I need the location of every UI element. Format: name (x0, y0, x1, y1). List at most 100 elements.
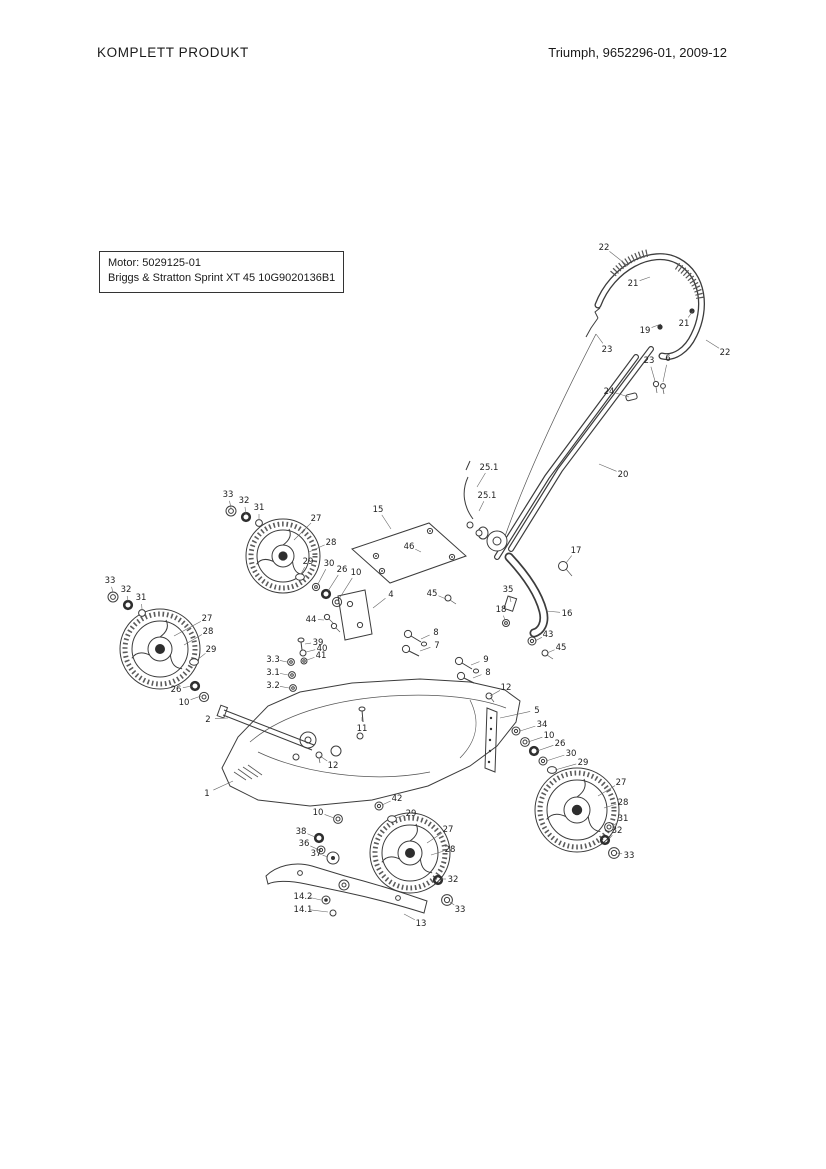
callout-leader (438, 595, 447, 600)
callout-leader (309, 909, 329, 913)
callout-leader (545, 610, 561, 613)
callout-leader (534, 637, 542, 642)
callout-leader (322, 854, 329, 858)
callout-leader (527, 736, 543, 743)
callout-leader (213, 780, 234, 791)
callout-leader (300, 567, 305, 575)
wheel-rear-left (119, 608, 201, 690)
cover-plate (351, 522, 467, 584)
part-callout-28: 28 (445, 845, 456, 855)
part-callout-23: 23 (644, 356, 655, 366)
part-callout-25.1: 25.1 (478, 491, 497, 501)
screw (541, 649, 549, 657)
callout-leader (307, 833, 316, 838)
handle-bracket (444, 460, 573, 660)
part-callout-30: 30 (566, 749, 577, 759)
callout-leader (705, 339, 720, 349)
part-callout-44: 44 (306, 615, 317, 625)
callout-leader (687, 310, 694, 318)
callout-leader (478, 501, 485, 512)
callout-leader (317, 569, 327, 585)
callout-leader (293, 522, 312, 541)
part-callout-45: 45 (427, 589, 438, 599)
handle-grip-left (610, 249, 649, 277)
page-title: KOMPLETT PRODUKT (97, 45, 249, 60)
bracket-plate (503, 595, 518, 612)
callout-leader (309, 897, 322, 901)
callout-leader (470, 661, 480, 666)
callout-leader (519, 725, 536, 732)
callout-leader (214, 717, 229, 719)
part-callout-10: 10 (544, 731, 555, 741)
part-callout-42: 42 (392, 794, 403, 804)
part-callout-30: 30 (324, 559, 335, 569)
part-callout-7: 7 (434, 641, 439, 651)
callout-leader (244, 506, 247, 515)
part-callout-26: 26 (171, 685, 182, 695)
deck-vent-hatch (233, 764, 263, 781)
part-callout-11: 11 (357, 724, 368, 734)
part-callout-5: 5 (534, 706, 539, 716)
callout-leader (472, 674, 482, 679)
callout-leader (595, 333, 604, 344)
part-callout-20: 20 (618, 470, 629, 480)
part-callout-3.2: 3.2 (266, 681, 280, 691)
part-callout-12: 12 (501, 683, 512, 693)
part-callout-33: 33 (455, 905, 466, 915)
part-callout-37: 37 (311, 849, 322, 859)
part-callout-13: 13 (416, 919, 427, 929)
callout-leader (229, 500, 232, 509)
part-callout-32: 32 (448, 875, 459, 885)
part-callout-46: 46 (404, 542, 415, 552)
callout-leader (111, 586, 114, 594)
part-callout-38: 38 (296, 827, 307, 837)
part-callout-45: 45 (556, 643, 567, 653)
part-callout-26: 26 (337, 565, 348, 575)
callout-leader (279, 685, 290, 689)
callout-leader (499, 711, 531, 719)
wheel-rear-right-upper (245, 518, 321, 594)
callout-leader (612, 822, 618, 827)
callout-leader (126, 595, 129, 602)
callout-leader (279, 673, 289, 676)
callout-leader (305, 649, 316, 653)
part-callout-3.1: 3.1 (266, 668, 280, 678)
part-callout-23: 23 (602, 345, 613, 355)
part-callout-33: 33 (223, 490, 234, 500)
callout-leader (415, 548, 422, 553)
callout-leader (403, 913, 415, 920)
part-callout-33: 33 (624, 851, 635, 861)
part-callout-14.1: 14.1 (294, 905, 313, 915)
callout-leader (476, 472, 486, 488)
callout-leader (536, 745, 554, 752)
part-callout-40: 40 (317, 644, 328, 654)
part-callout-24: 24 (604, 387, 615, 397)
part-callout-14.2: 14.2 (294, 892, 313, 902)
callout-leader (639, 276, 651, 281)
part-callout-6: 6 (665, 354, 670, 364)
part-callout-8: 8 (433, 628, 438, 638)
part-callout-18: 18 (496, 605, 507, 615)
part-callout-16: 16 (562, 609, 573, 619)
part-callout-28: 28 (618, 798, 629, 808)
callout-leader (327, 574, 339, 592)
part-callout-27: 27 (311, 514, 322, 524)
bracket-plate-4 (337, 589, 373, 641)
brake-cable (502, 333, 597, 543)
cable-clip (625, 392, 638, 402)
shoulder-bolt (558, 561, 568, 571)
callout-leader (554, 763, 577, 771)
part-callout-27: 27 (616, 778, 627, 788)
part-callout-29: 29 (303, 557, 314, 567)
callout-leader (173, 621, 201, 637)
callout-leader (662, 364, 667, 383)
part-callout-28: 28 (203, 627, 214, 637)
handle-bolt (657, 324, 663, 330)
plate-screws (372, 527, 456, 575)
part-callout-12: 12 (328, 761, 339, 771)
part-callout-9: 9 (483, 655, 488, 665)
part-callout-27: 27 (443, 825, 454, 835)
callout-leader (509, 595, 512, 603)
